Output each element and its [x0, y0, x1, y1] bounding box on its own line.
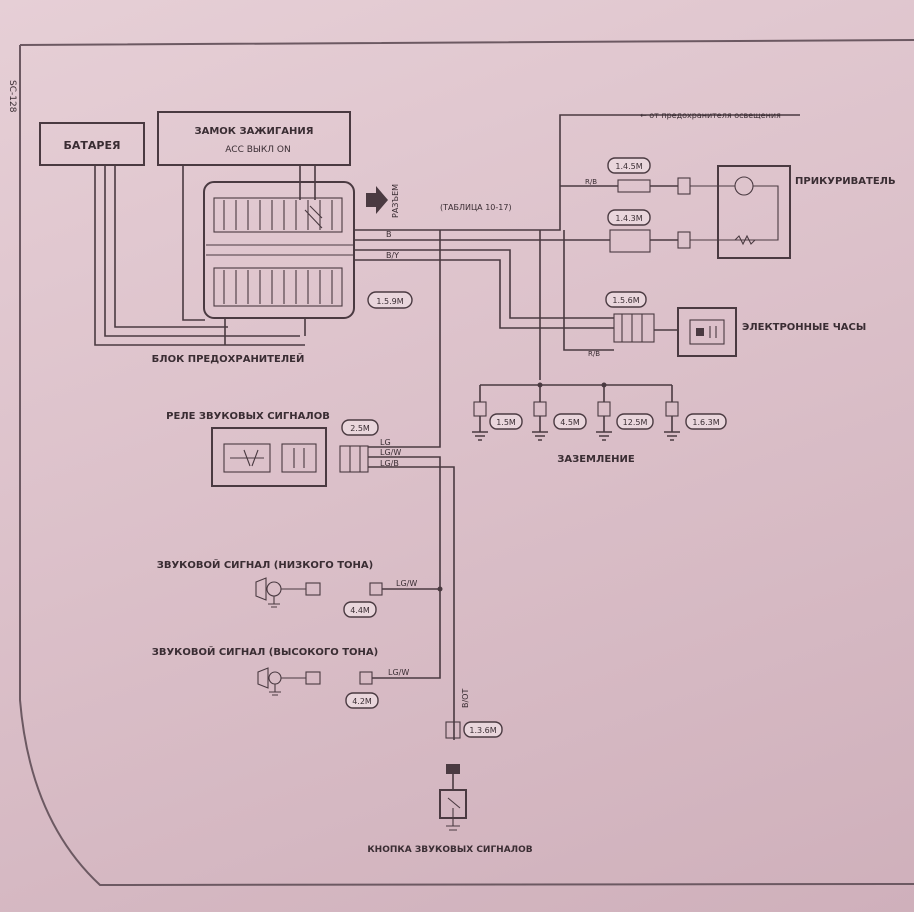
fuse-connector-label: 1.5.9M — [376, 297, 403, 306]
horn-low-connector-label: 4.4M — [350, 606, 370, 615]
horn-button-label: КНОПКА ЗВУКОВЫХ СИГНАЛОВ — [367, 845, 532, 855]
fuse-block-arrow: РАЗЪЕМ — [366, 184, 400, 218]
ground-label: ЗАЗЕМЛЕНИЕ — [557, 454, 635, 465]
margin-mark: SC-128 — [7, 80, 17, 113]
ground-3-label: 12.5M — [623, 418, 648, 427]
fuse-block — [203, 181, 355, 319]
horn-high-connector: LG/W 4.2M — [345, 589, 441, 709]
ground-1: 1.5M — [472, 385, 523, 441]
fuse-arrow-text: РАЗЪЕМ — [391, 184, 400, 218]
clock-connector-label: 1.5.6M — [612, 296, 639, 305]
ground-4: 1.6.3M — [664, 385, 727, 441]
wire-by-label: B/Y — [386, 251, 399, 260]
wire-rb-clock-label: R/B — [588, 350, 600, 358]
wire-lg-label: LG — [380, 438, 391, 447]
horn-low-label: ЗВУКОВОЙ СИГНАЛ (НИЗКОГО ТОНА) — [157, 558, 374, 571]
cigarette-lighter — [677, 165, 791, 259]
clock-label: ЭЛЕКТРОННЫЕ ЧАСЫ — [742, 322, 866, 333]
wire-lgw-label: LG/W — [380, 448, 401, 457]
horn-relay-block — [211, 427, 327, 487]
lighter-connector-1: 1.4.5M — [607, 157, 651, 193]
horn-high-connector-label: 4.2M — [352, 697, 372, 706]
horn-button-connector-label: 1.3.6M — [469, 726, 496, 735]
horn-high-icon — [257, 667, 321, 696]
fuse-connector-tag: 1.5.9M — [367, 291, 413, 309]
lighter-label: ПРИКУРИВАТЕЛЬ — [795, 176, 896, 187]
fuse-block-label: БЛОК ПРЕДОХРАНИТЕЛЕЙ — [152, 352, 305, 365]
horn-button-connector: 1.3.6M — [445, 721, 503, 739]
battery-label: БАТАРЕЯ — [64, 139, 121, 152]
ground-1-label: 1.5M — [496, 418, 516, 427]
wire-from-fuse: (ТАБЛИЦА 10-17) — [440, 203, 512, 212]
ground-2-label: 4.5M — [560, 418, 580, 427]
lighter-connector-2: 1.4.3M — [607, 209, 651, 253]
ground-4-label: 1.6.3M — [692, 418, 719, 427]
ignition-positions: ACC ВЫКЛ ON — [225, 145, 290, 155]
horn-low-icon — [255, 577, 321, 608]
horn-button-switch — [439, 764, 467, 831]
wire-from-top-label: ← от предохранителя освещения — [640, 111, 781, 120]
horn-relay-label: РЕЛЕ ЗВУКОВЫХ СИГНАЛОВ — [166, 411, 330, 422]
ignition-label: ЗАМОК ЗАЖИГАНИЯ — [195, 126, 314, 137]
clock-connector: 1.5.6M — [605, 291, 655, 343]
lighter-connector-2-label: 1.4.3M — [615, 214, 642, 223]
wire-rb-label: R/B — [585, 178, 597, 186]
electronic-clock — [677, 307, 737, 357]
horn-high-label: ЗВУКОВОЙ СИГНАЛ (ВЫСОКОГО ТОНА) — [152, 645, 378, 658]
ignition-switch-block: ЗАМОК ЗАЖИГАНИЯ ACC ВЫКЛ ON — [157, 111, 351, 166]
horn-relay-connector-label: 2.5M — [350, 424, 370, 433]
horn-low-wire-label: LG/W — [396, 579, 417, 588]
ground-3: 12.5M — [596, 385, 654, 441]
horn-high-wire-label: LG/W — [388, 668, 409, 677]
horn-button-wire-label: B/OT — [461, 689, 470, 708]
horn-low-connector: LG/W 4.4M — [343, 579, 440, 618]
lighter-connector-1-label: 1.4.5M — [615, 162, 642, 171]
ground-2: 4.5M — [532, 385, 587, 441]
wire-lgb-label: LG/B — [380, 459, 399, 468]
wire-b-label: B — [386, 230, 392, 239]
horn-relay-connector: 2.5M — [339, 419, 379, 473]
battery-block: БАТАРЕЯ — [39, 122, 145, 166]
sheet-border — [19, 39, 914, 887]
